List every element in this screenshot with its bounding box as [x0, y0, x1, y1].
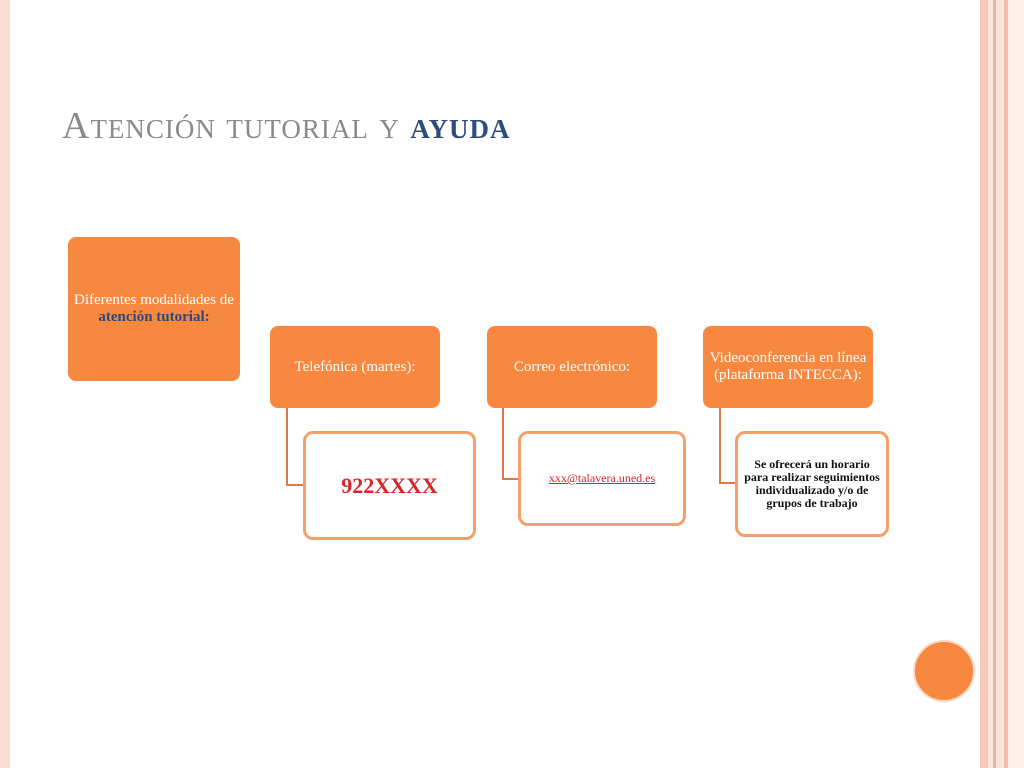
branch-videoconference-label: Videoconferencia en línea (plataforma IN… — [709, 350, 867, 383]
connector-phone — [286, 408, 304, 486]
decorative-circle — [913, 640, 975, 702]
decorative-stripe — [1004, 0, 1008, 768]
email-link[interactable]: xxx@talavera.uned.es — [548, 471, 656, 485]
connector-videoconference — [719, 408, 736, 484]
decorative-stripe — [980, 0, 988, 768]
slide-title: Atención tutorial y ayuda — [62, 104, 510, 148]
branch-videoconference: Videoconferencia en línea (plataforma IN… — [703, 326, 873, 408]
branch-email: Correo electrónico: — [487, 326, 657, 408]
main-topic-line1: Diferentes modalidades de — [74, 292, 234, 308]
videoconference-detail: Se ofrecerá un horario para realizar seg… — [744, 457, 880, 510]
title-main: Atención tutorial y — [62, 105, 400, 147]
phone-number-box: 922XXXX — [303, 431, 476, 540]
branch-email-label: Correo electrónico: — [513, 358, 631, 375]
connector-email — [502, 408, 519, 480]
title-accent: ayuda — [410, 105, 511, 147]
branch-phone: Telefónica (martes): — [270, 326, 440, 408]
decorative-stripe — [988, 0, 993, 768]
videoconference-detail-box: Se ofrecerá un horario para realizar seg… — [735, 431, 889, 537]
branch-phone-label: Telefónica (martes): — [294, 358, 416, 375]
main-topic-box: Diferentes modalidades de atención tutor… — [68, 237, 240, 381]
decorative-stripe — [993, 0, 996, 768]
main-topic-highlight: atención tutorial: — [98, 309, 210, 325]
phone-number: 922XXXX — [341, 472, 438, 498]
decorative-stripe — [1008, 0, 1024, 768]
decorative-stripe — [996, 0, 1004, 768]
email-box: xxx@talavera.uned.es — [518, 431, 686, 526]
